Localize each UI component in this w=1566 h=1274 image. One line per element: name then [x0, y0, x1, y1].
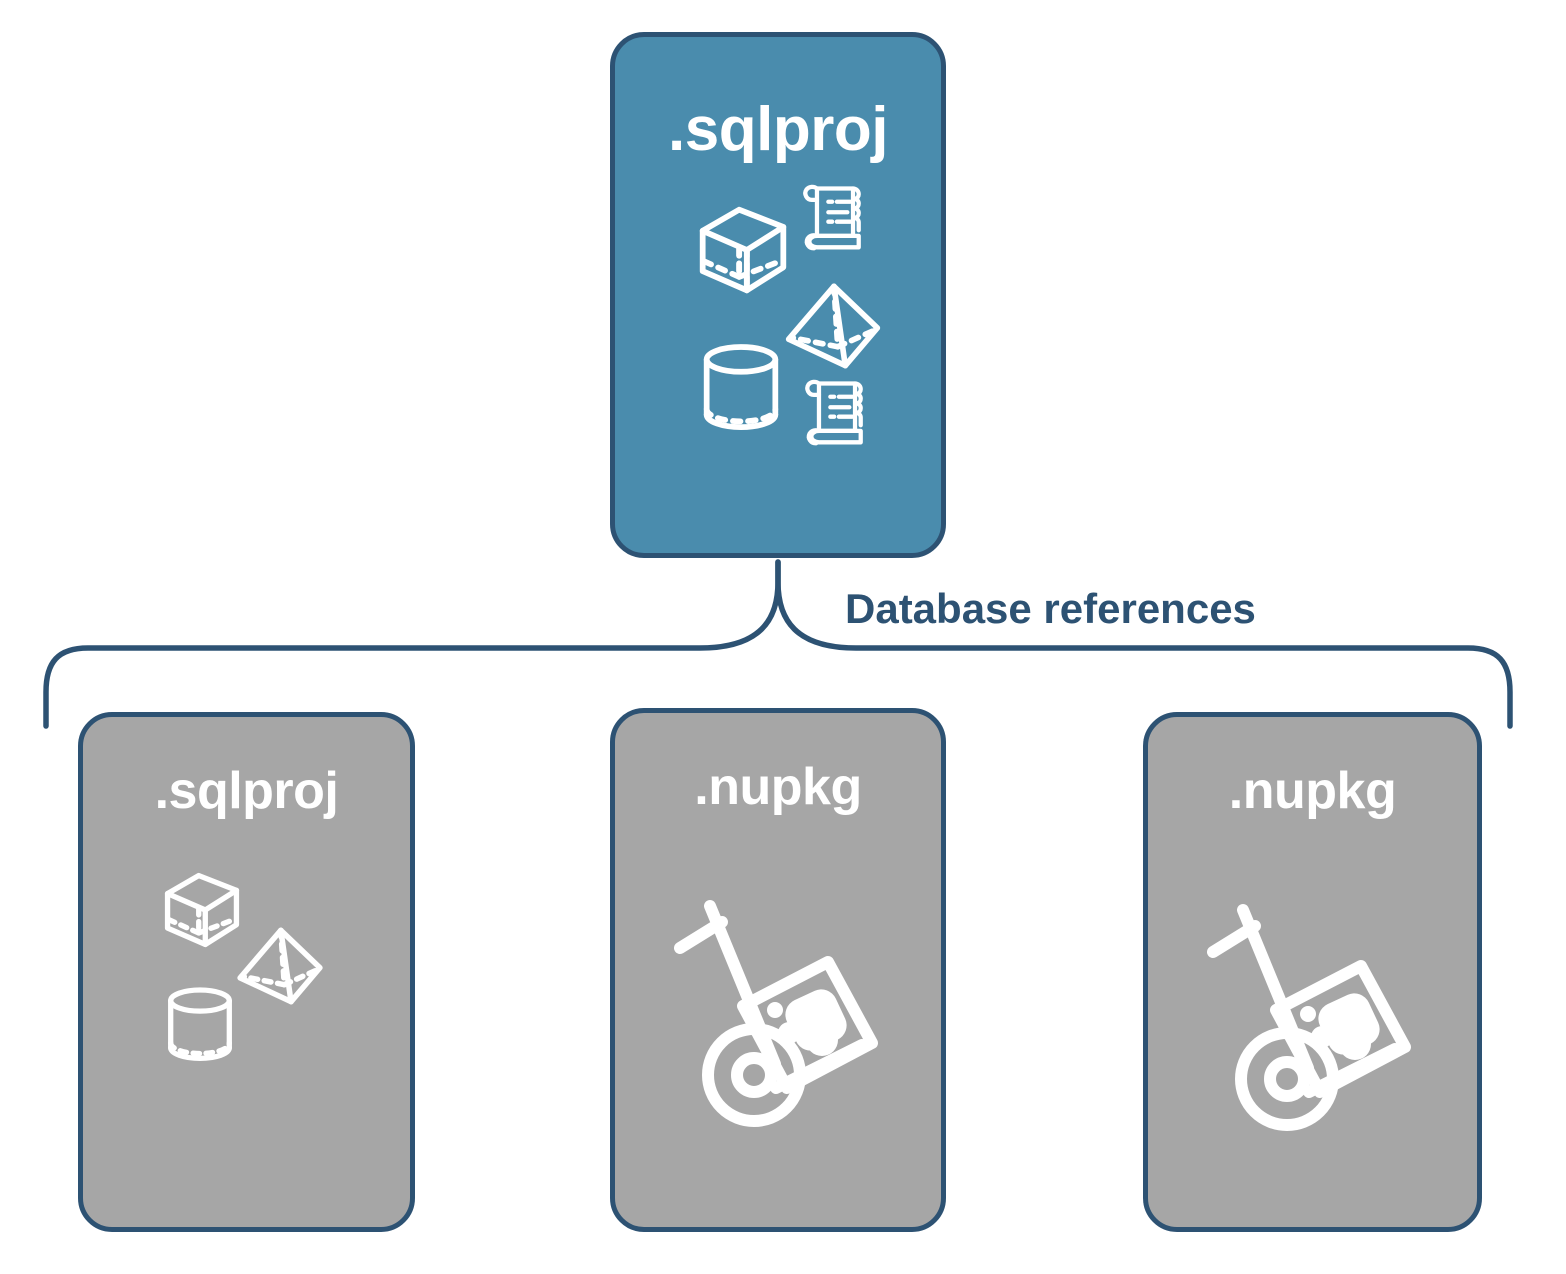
node-ref-nupkg-1-label: .nupkg	[694, 758, 862, 816]
node-ref-nupkg-1[interactable]: .nupkg	[610, 708, 946, 1232]
node-ref-sqlproj-label: .sqlproj	[154, 762, 339, 820]
pyramid-icon	[783, 280, 883, 372]
node-top-sqlproj[interactable]: .sqlproj	[610, 32, 946, 558]
node-ref-sqlproj[interactable]: .sqlproj	[78, 712, 415, 1232]
pyramid-icon	[235, 925, 325, 1007]
node-ref-nupkg-2-label: .nupkg	[1228, 762, 1397, 820]
hand-truck-package-icon	[1183, 862, 1453, 1132]
script-scroll-icon	[800, 372, 874, 450]
node-top-sqlproj-label: .sqlproj	[668, 95, 888, 164]
cube-icon	[695, 202, 791, 298]
cube-icon	[161, 869, 243, 951]
cylinder-icon	[700, 342, 782, 434]
cylinder-icon	[165, 985, 235, 1065]
hand-truck-package-icon	[650, 858, 920, 1128]
brace-label-database-references: Database references	[845, 585, 1256, 632]
node-ref-nupkg-2[interactable]: .nupkg	[1143, 712, 1482, 1232]
script-scroll-icon	[798, 177, 872, 255]
